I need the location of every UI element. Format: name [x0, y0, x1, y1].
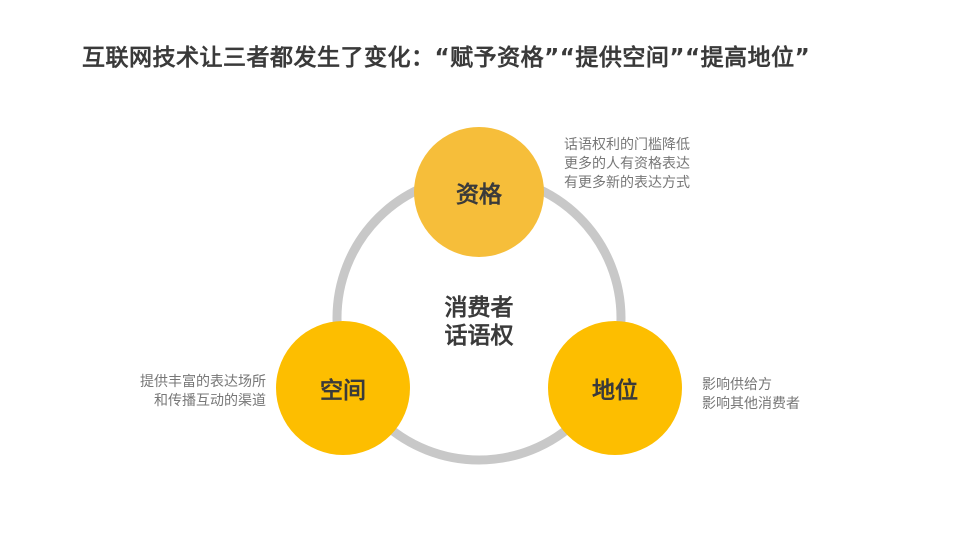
page-title: 互联网技术让三者都发生了变化：“赋予资格”“提供空间”“提高地位”	[82, 45, 811, 71]
description-line: 话语权利的门槛降低	[564, 137, 690, 153]
status-description: 影响供给方 影响其他消费者	[702, 376, 800, 414]
description-line: 有更多新的表达方式	[564, 175, 690, 191]
node-space-label: 空间	[320, 378, 366, 404]
space-description: 提供丰富的表达场所 和传播互动的渠道	[116, 373, 266, 411]
description-line: 和传播互动的渠道	[154, 393, 266, 409]
description-line: 影响其他消费者	[702, 396, 800, 412]
node-status: 地位	[548, 321, 682, 455]
node-qualification: 资格	[414, 127, 544, 257]
description-line: 提供丰富的表达场所	[140, 374, 266, 390]
node-status-label: 地位	[592, 378, 638, 404]
center-label-line2: 话语权	[444, 323, 514, 349]
center-label-line1: 消费者	[444, 295, 514, 321]
center-label: 消费者 话语权	[429, 294, 529, 350]
node-qualification-label: 资格	[456, 182, 502, 208]
node-space: 空间	[276, 321, 410, 455]
qualification-description: 话语权利的门槛降低 更多的人有资格表达 有更多新的表达方式	[564, 136, 690, 193]
description-line: 影响供给方	[702, 377, 772, 393]
description-line: 更多的人有资格表达	[564, 156, 690, 172]
